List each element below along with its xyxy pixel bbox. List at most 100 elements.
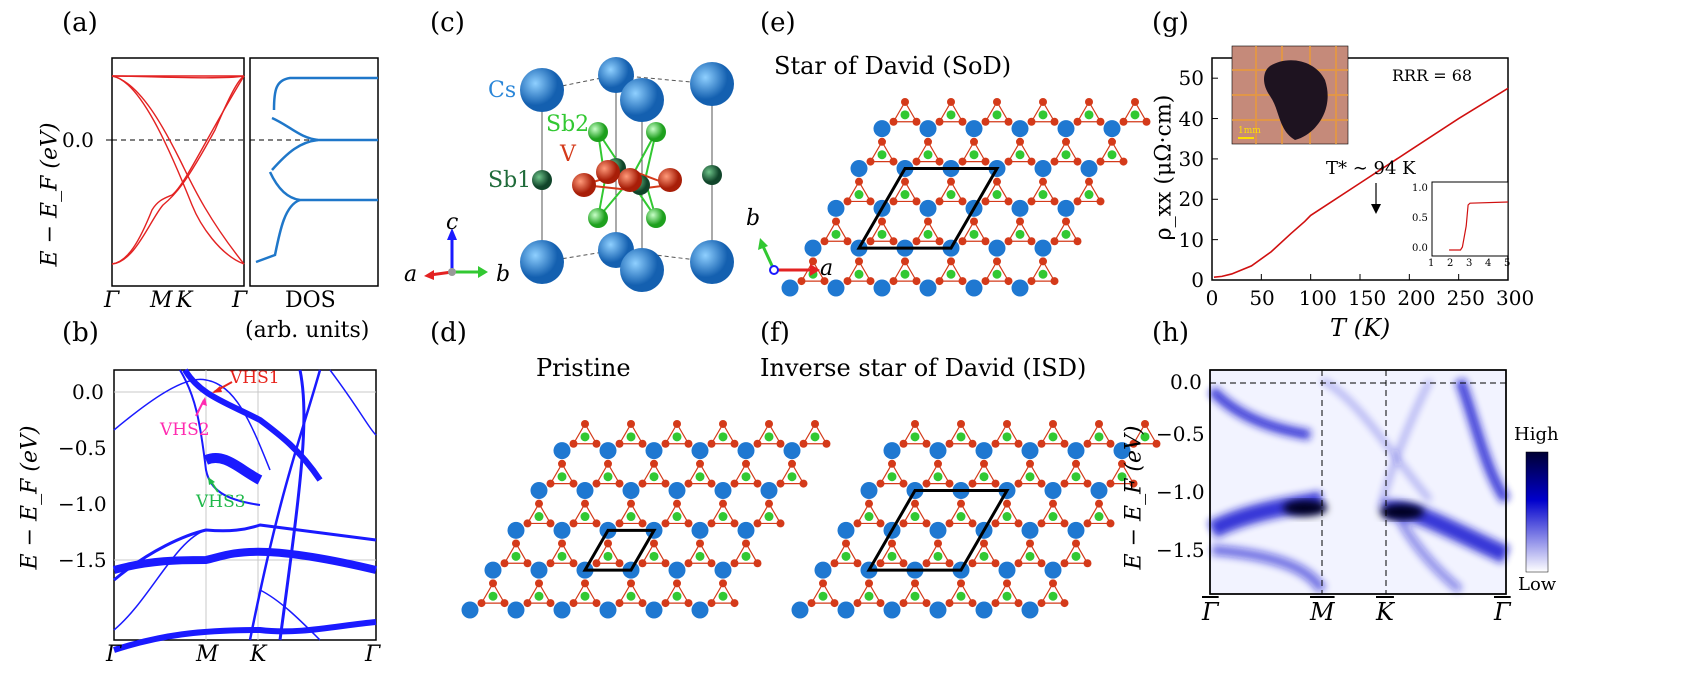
cs-atom: [1067, 442, 1085, 460]
v-atom: [684, 479, 693, 488]
v-atom: [684, 559, 693, 568]
v-atom: [1072, 459, 1080, 468]
v-atom: [627, 419, 635, 428]
kagome-triangle: [1063, 542, 1089, 564]
v-atom: [876, 519, 885, 528]
sb-atom: [1025, 472, 1035, 482]
axis-label-b: b: [746, 206, 761, 231]
v-atom: [615, 479, 624, 488]
sb-atom: [1071, 551, 1081, 561]
v-atom: [569, 559, 578, 568]
kagome-triangle: [846, 260, 872, 282]
sb-atom: [718, 432, 728, 442]
kagome-triangle: [856, 502, 882, 525]
kagome-triangle: [902, 582, 928, 604]
sb-atom: [1002, 591, 1012, 601]
y-tick-label: 10: [1178, 227, 1204, 252]
cs-atom: [837, 521, 855, 539]
v-atom: [477, 599, 486, 608]
cs-atom: [975, 601, 993, 619]
kagome-triangle: [984, 180, 1010, 203]
cs-atom: [929, 442, 947, 460]
sb-atom: [695, 472, 705, 482]
v-atom: [1037, 439, 1046, 448]
v-atom: [957, 499, 965, 508]
v-atom: [981, 197, 990, 206]
v-atom: [1106, 439, 1115, 448]
v-atom: [1106, 479, 1115, 488]
v-atom: [1003, 579, 1011, 588]
kagome-triangle: [664, 502, 690, 525]
v-atom: [696, 539, 704, 548]
scale-bar-label: 1mm: [1238, 126, 1261, 136]
cs-atom: [1044, 561, 1062, 579]
v-atom: [730, 439, 739, 448]
band-structure-plot: [112, 368, 377, 653]
v-atom: [730, 599, 739, 608]
sb-atom: [910, 591, 920, 601]
v-atom: [1085, 97, 1093, 106]
sb-atom: [877, 229, 887, 239]
v-atom: [958, 117, 967, 126]
sb-atom: [787, 472, 797, 482]
sb-atom: [810, 432, 820, 442]
v-atom: [569, 599, 578, 608]
cs-atom: [530, 481, 548, 499]
v-atom: [899, 599, 908, 608]
v-atom: [807, 599, 816, 608]
v-atom: [820, 277, 829, 286]
v-atom: [1004, 277, 1013, 286]
y-tick-label: 20: [1178, 187, 1204, 212]
x-tick-label: 200: [1397, 286, 1436, 310]
v-atom: [1050, 237, 1059, 246]
v-atom: [981, 277, 990, 286]
v-atom: [901, 177, 909, 186]
cs-atom: [553, 521, 571, 539]
panel-c: Cs Sb2 V Sb1 c a b: [404, 0, 760, 340]
v-atom: [1004, 117, 1013, 126]
v-atom: [1129, 439, 1138, 448]
ytick-10: −1.0: [58, 492, 107, 516]
cs-atom: [1080, 159, 1098, 177]
v-atom: [924, 217, 932, 226]
colorbar-high: High: [1514, 424, 1559, 445]
sb-atom: [1038, 190, 1048, 200]
kagome-triangle: [802, 422, 828, 445]
cs-atom: [507, 521, 525, 539]
v-atom: [981, 237, 990, 246]
sb-atom: [603, 472, 613, 482]
sb-atom: [979, 551, 989, 561]
cs-atom: [645, 601, 663, 619]
cs-atom: [919, 199, 937, 217]
cs-atom: [837, 601, 855, 619]
v-atom: [776, 519, 785, 528]
v-atom: [968, 559, 977, 568]
kagome-triangle: [1122, 100, 1148, 123]
panel-e: Star of David (SoD) b a: [746, 0, 1151, 340]
kagome-triangle: [1040, 502, 1066, 525]
v-atom: [1027, 197, 1036, 206]
inset-x-tick-label: 3: [1466, 258, 1473, 269]
v-atom: [901, 97, 909, 106]
cs-atom: [1034, 239, 1052, 257]
v-atom: [1060, 479, 1069, 488]
v-atom: [1060, 559, 1069, 568]
y-axis-label: ρ_xx (μΩ·cm): [1151, 94, 1177, 241]
y-tick-label: 30: [1178, 146, 1204, 171]
cs-atom: [791, 601, 809, 619]
v-atom: [730, 559, 739, 568]
sb-atom: [764, 432, 774, 442]
v-atom: [912, 237, 921, 246]
panel-d: Pristine: [430, 340, 831, 689]
sb-atom: [933, 472, 943, 482]
v-atom: [922, 439, 931, 448]
v-atom: [934, 459, 942, 468]
v-atom: [1083, 439, 1092, 448]
v-atom: [822, 439, 831, 448]
v-atom: [899, 439, 908, 448]
cs-atom: [691, 601, 709, 619]
sb-atom: [854, 269, 864, 279]
v-atom: [523, 519, 532, 528]
v-atom: [638, 439, 647, 448]
sb-atom: [741, 472, 751, 482]
